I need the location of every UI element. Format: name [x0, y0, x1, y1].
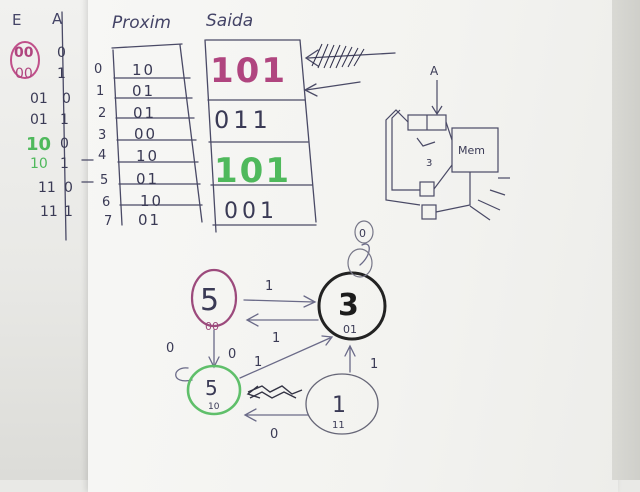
output-column-left-rule — [204, 39, 217, 233]
circuit-labels: A 3 Mem — [426, 64, 485, 169]
row-3-index: 3 — [98, 128, 106, 143]
row-7-input: 1 — [64, 204, 73, 220]
header-input: A — [52, 10, 63, 28]
row-6-index: 6 — [102, 195, 110, 210]
circuit-select-label: 3 — [426, 158, 432, 169]
row-3-next: 00 — [134, 125, 157, 143]
circuit-input-label: A — [430, 64, 439, 78]
output-group-01: 011 — [214, 106, 272, 134]
hatch-scribble — [311, 43, 365, 69]
output-column: 101 011 101 001 — [210, 51, 291, 224]
state-01-code: 01 — [343, 323, 357, 336]
row-4-index: 4 — [98, 148, 106, 163]
label-10-to-01: 1 — [254, 355, 262, 370]
state-circle-10 — [186, 364, 242, 416]
row-7-index: 7 — [104, 214, 112, 229]
state-values: 5 00 3 01 5 10 1 11 — [200, 283, 359, 431]
text-layer: E A Proxim Saida 00 00 01 01 10 10 11 11… — [12, 10, 485, 442]
next-column-left-rule — [112, 49, 123, 226]
highlight-circle-pink — [10, 41, 40, 79]
output-column-right-rule — [299, 39, 317, 223]
row-2-index: 2 — [98, 106, 106, 121]
output-group-10: 101 — [214, 151, 291, 191]
whiteboard-drawing — [10, 11, 510, 435]
transition-labels: 1 1 0 0 1 1 0 0 — [166, 227, 378, 442]
next-state-column: 10 01 01 00 10 01 10 01 — [132, 61, 163, 229]
row-6-input: 0 — [64, 180, 73, 196]
label-01-to-00: 1 — [272, 331, 280, 346]
row-5-input: 1 — [60, 156, 69, 172]
state-circle-00 — [190, 268, 238, 328]
state-circle-11 — [305, 373, 379, 435]
row-2-next: 01 — [133, 104, 156, 122]
output-arrow-line — [305, 81, 361, 91]
edge-00-to-01 — [243, 299, 315, 303]
circuit-memory-label: Mem — [458, 144, 485, 157]
row-5-state: 10 — [30, 156, 48, 172]
state-00-value: 5 — [200, 283, 219, 318]
row-4-input: 0 — [60, 136, 69, 152]
row-0-next: 10 — [132, 61, 155, 79]
output-arrow-head — [303, 83, 318, 97]
edge-10-loop — [175, 367, 193, 382]
row-6-next: 10 — [140, 192, 163, 210]
label-11-to-01: 1 — [370, 357, 378, 372]
row-1-next: 01 — [132, 82, 155, 100]
state-01-value: 3 — [338, 288, 359, 323]
state-10-value: 5 — [205, 376, 218, 400]
row-1-state: 00 — [15, 66, 33, 82]
output-arrow-head — [304, 49, 319, 67]
state-diagram-edges — [175, 243, 370, 422]
header-next: Proxim — [112, 13, 171, 33]
row-1-index: 1 — [96, 84, 104, 99]
row-5-next: 01 — [136, 170, 159, 188]
label-00-to-01: 1 — [265, 279, 273, 294]
state-11-code: 11 — [332, 420, 345, 431]
edge-10-to-01 — [239, 337, 331, 379]
row-7-next: 01 — [138, 211, 161, 229]
row-1-input: 1 — [57, 66, 66, 82]
row-0-input: 0 — [57, 45, 66, 61]
edge-01-loop — [359, 243, 370, 266]
state-11-value: 1 — [332, 393, 346, 418]
self-loop-bubble — [347, 248, 373, 278]
row-6-state: 11 — [38, 180, 56, 196]
row-4-state: 10 — [26, 134, 51, 155]
label-10-loop: 0 — [166, 341, 174, 356]
output-group-00: 101 — [210, 51, 287, 91]
index-column: 0 1 2 3 4 5 6 7 — [94, 62, 112, 229]
label-00-to-10: 0 — [228, 347, 236, 362]
circuit-sketch — [385, 80, 510, 221]
next-column-top-rule — [111, 43, 183, 49]
row-7-state: 11 — [40, 204, 58, 220]
next-column-right-rule — [179, 44, 203, 223]
row-0-index: 0 — [94, 62, 102, 77]
state-10-code: 10 — [208, 402, 220, 412]
state-column: 00 00 01 01 10 10 11 11 — [14, 45, 58, 220]
scribble-mark — [246, 385, 303, 399]
row-2-state: 01 — [30, 91, 48, 107]
label-11-to-10: 0 — [270, 427, 278, 442]
header-state: E — [12, 11, 21, 29]
row-5-index: 5 — [100, 173, 108, 188]
row-2-input: 0 — [62, 91, 71, 107]
row-4-next: 10 — [136, 147, 159, 165]
row-0-state: 00 — [14, 45, 34, 61]
state-input-divider — [61, 11, 67, 241]
paper-sheet — [88, 0, 618, 492]
row-3-state: 01 — [30, 112, 48, 128]
header-output: Saida — [206, 11, 253, 31]
output-group-11: 001 — [224, 199, 278, 224]
row-3-input: 1 — [60, 112, 69, 128]
self-loop-label-bubble — [354, 220, 374, 244]
wall-edge — [612, 0, 640, 480]
label-01-loop: 0 — [359, 227, 366, 240]
state-00-code: 00 — [205, 320, 219, 333]
input-column: 0 1 0 1 0 1 0 1 — [57, 45, 73, 220]
